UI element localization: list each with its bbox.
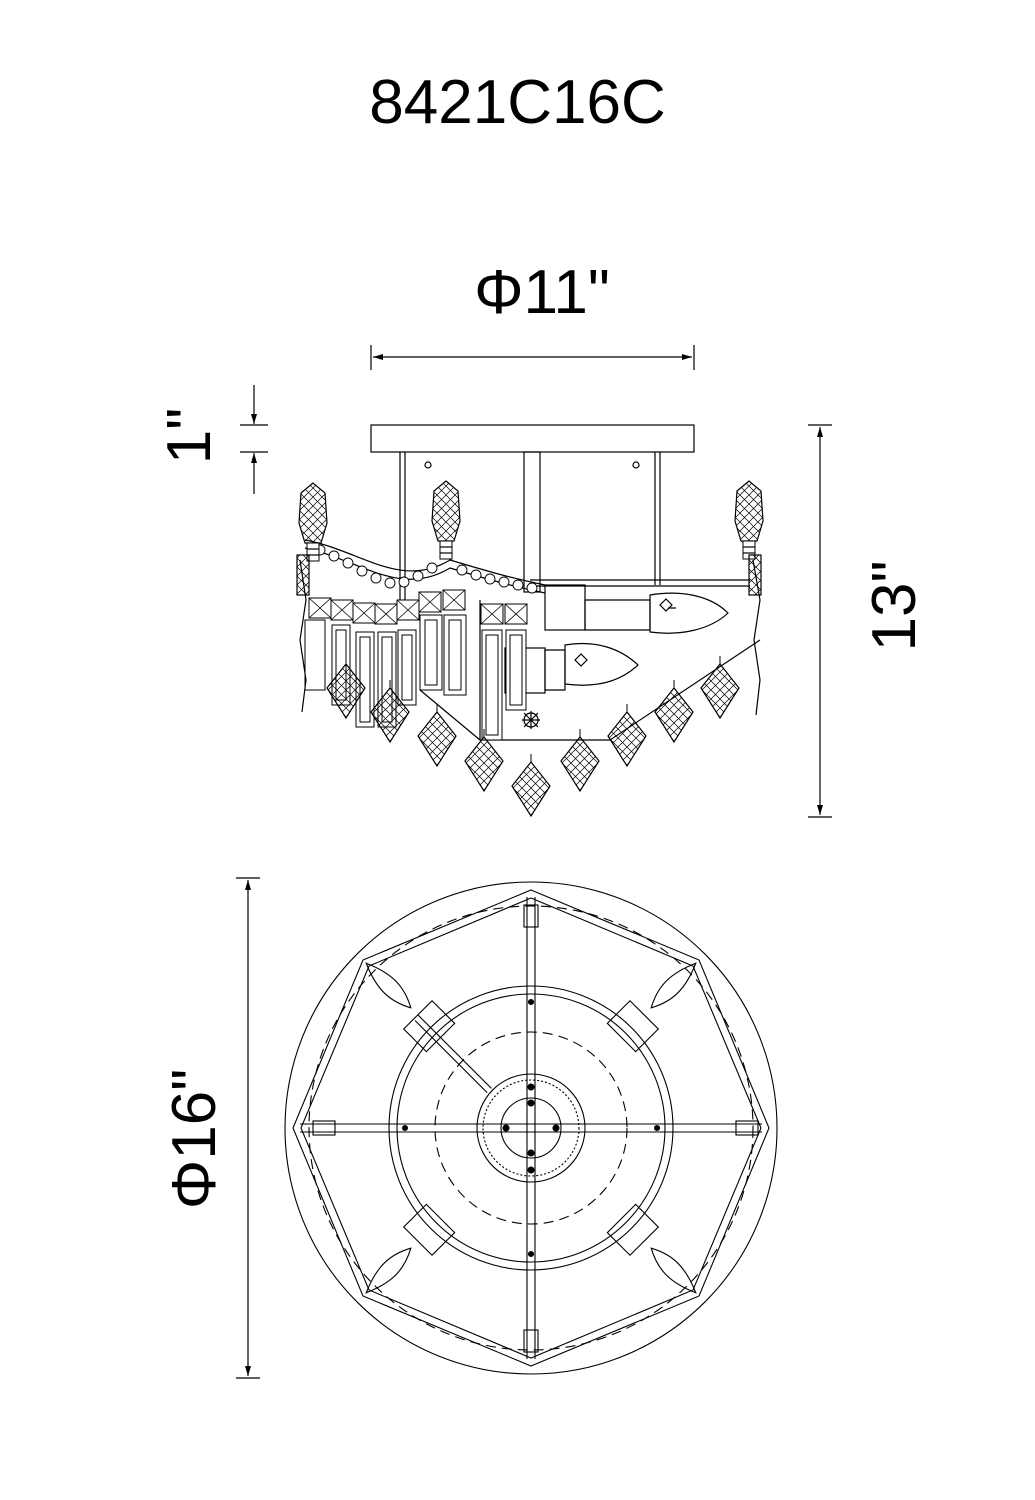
top-width-dimension-line — [370, 345, 695, 370]
side-view-drawing — [296, 424, 764, 817]
overall-height-dimension-line — [808, 424, 832, 818]
model-number: 8421C16C — [369, 68, 666, 137]
top-width-dimension-label: Φ11" — [474, 258, 610, 327]
canopy-height-dimension-line — [240, 385, 268, 494]
top-view-drawing — [284, 881, 778, 1375]
bottom-diameter-dimension-line — [236, 877, 260, 1379]
